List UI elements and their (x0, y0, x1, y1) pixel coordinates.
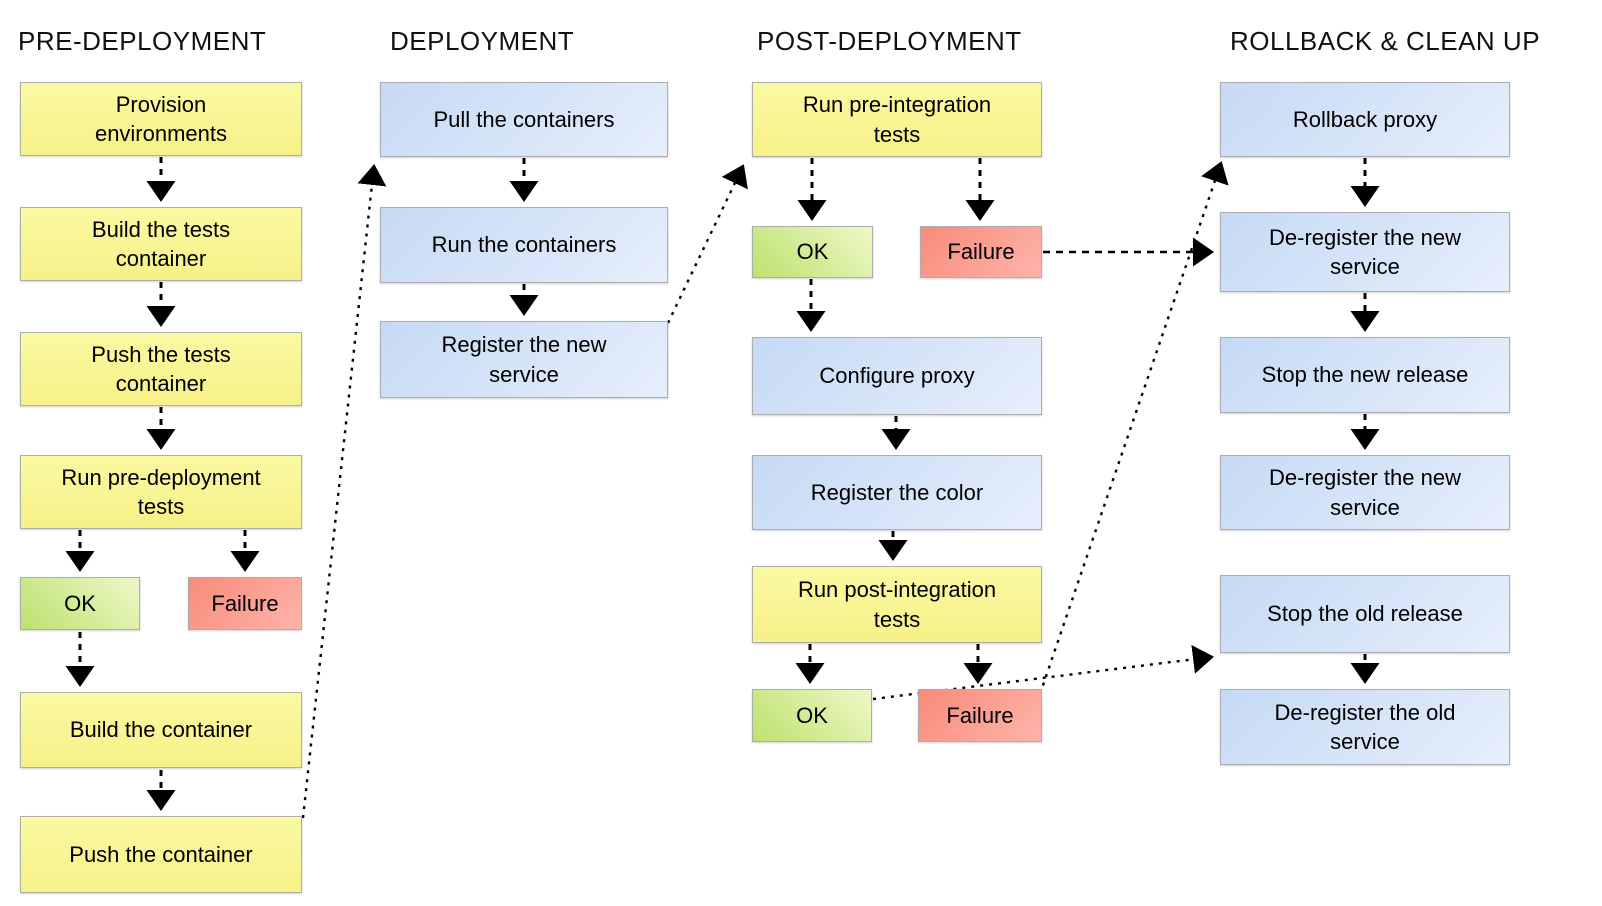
column-title-post-deployment: POST-DEPLOYMENT (757, 26, 1022, 56)
node-deregister-the-old-service: De-register the old service (1220, 689, 1510, 765)
edge-failure-to-rollback-proxy (1038, 161, 1229, 695)
node-build-the-container: Build the container (20, 692, 302, 768)
node-failure-post-integration: Failure (918, 689, 1042, 742)
node-stop-the-old-release: Stop the old release (1220, 575, 1510, 653)
node-build-the-tests-container: Build the tests container (20, 207, 302, 281)
edge-push-container-to-pull-containers (301, 164, 387, 819)
node-run-post-integration-tests: Run post-integration tests (752, 566, 1042, 643)
column-title-rollback-clean-up: ROLLBACK & CLEAN UP (1230, 26, 1541, 56)
node-ok-pre-deployment: OK (20, 577, 140, 630)
node-register-the-new-service: Register the new service (380, 321, 668, 398)
node-run-pre-deployment-tests: Run pre-deployment tests (20, 455, 302, 529)
node-failure-pre-deployment: Failure (188, 577, 302, 630)
node-deregister-the-new-service-2: De-register the new service (1220, 455, 1510, 530)
node-pull-the-containers: Pull the containers (380, 82, 668, 157)
node-push-the-container: Push the container (20, 816, 302, 893)
edge-register-new-service-to-pre-integration (666, 164, 748, 324)
node-run-pre-integration-tests: Run pre-integration tests (752, 82, 1042, 157)
node-register-the-color: Register the color (752, 455, 1042, 530)
node-failure-pre-integration: Failure (920, 226, 1042, 278)
node-rollback-proxy: Rollback proxy (1220, 82, 1510, 157)
node-deregister-the-new-service: De-register the new service (1220, 212, 1510, 292)
node-push-the-tests-container: Push the tests container (20, 332, 302, 406)
node-ok-pre-integration: OK (752, 226, 873, 278)
node-provision-environments: Provision environments (20, 82, 302, 156)
column-title-deployment: DEPLOYMENT (390, 26, 575, 56)
column-title-pre-deployment: PRE-DEPLOYMENT (18, 26, 267, 56)
node-configure-proxy: Configure proxy (752, 337, 1042, 415)
node-stop-the-new-release: Stop the new release (1220, 337, 1510, 413)
node-ok-post-integration: OK (752, 689, 872, 742)
node-run-the-containers: Run the containers (380, 207, 668, 283)
